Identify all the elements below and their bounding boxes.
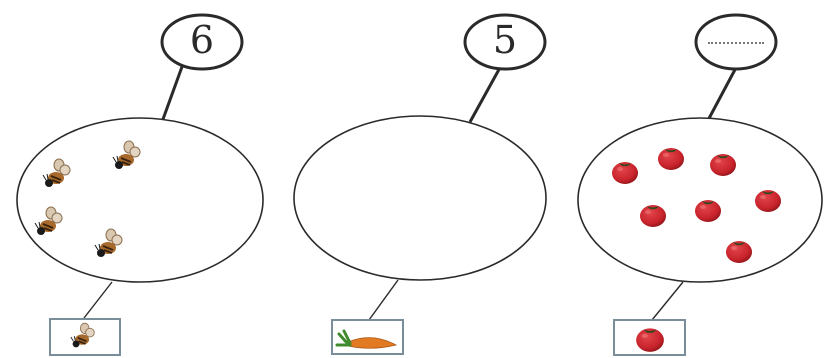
connector-line-bottom	[369, 280, 398, 320]
group-empty	[294, 15, 546, 354]
answer-blank[interactable]	[708, 42, 764, 44]
tomato-icon	[658, 148, 684, 170]
group-tomatoes	[578, 15, 822, 355]
group-oval	[17, 118, 263, 282]
tomato-icon	[640, 205, 666, 227]
tomato-icon	[710, 154, 736, 176]
tomato-icon	[726, 241, 752, 263]
group-oval	[578, 118, 822, 282]
tomato-icon	[695, 200, 721, 222]
connector-line-top	[162, 64, 183, 122]
count-label-bees: 6	[162, 18, 242, 62]
count-label-empty: 5	[465, 18, 545, 62]
group-bees	[17, 15, 263, 355]
tomato-icon	[612, 162, 638, 184]
connector-line-top	[470, 64, 502, 122]
tomato-icon	[755, 190, 781, 212]
group-oval	[294, 116, 546, 280]
connector-line-top	[706, 64, 738, 124]
connector-line-bottom	[652, 282, 683, 320]
tomato-icon	[636, 328, 664, 351]
connector-line-bottom	[84, 282, 112, 318]
